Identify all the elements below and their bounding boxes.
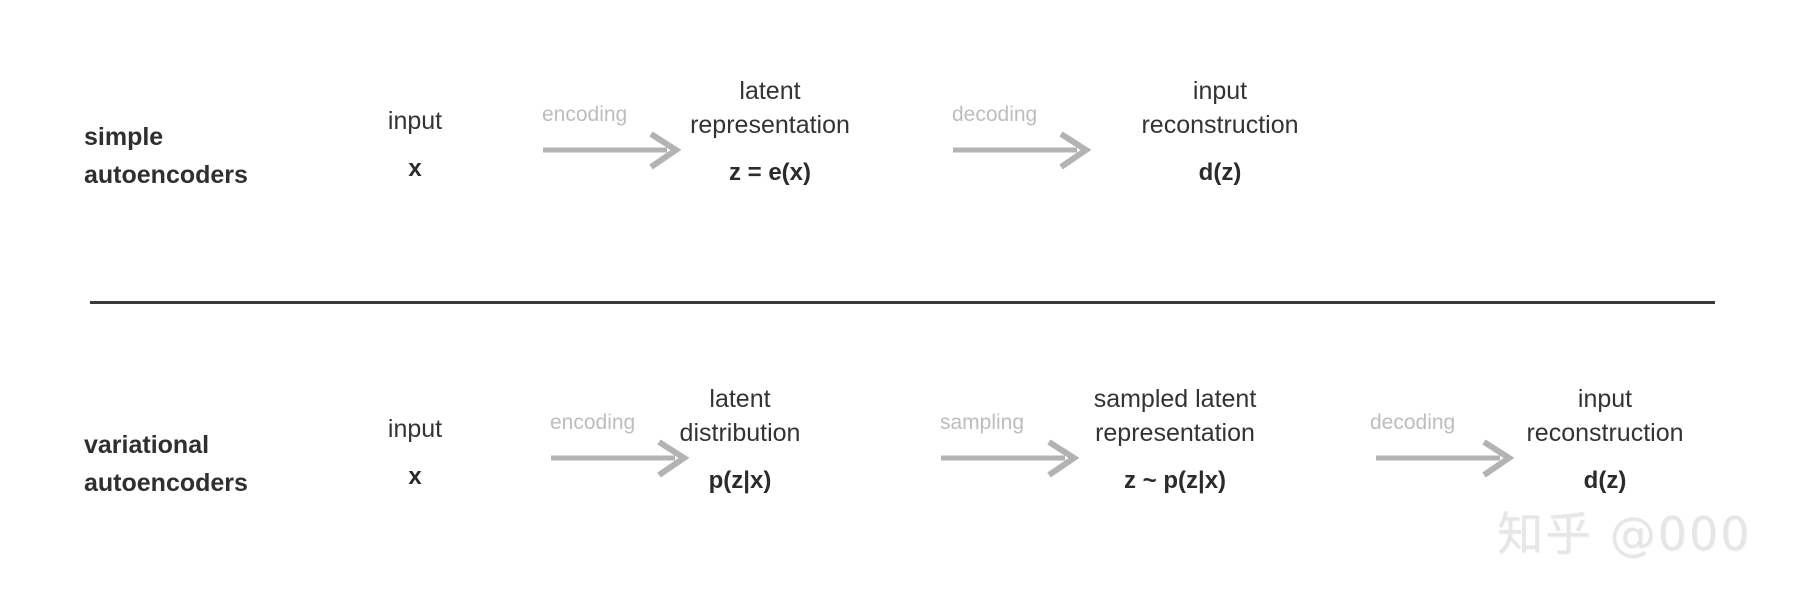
arrow-sampling-variational: sampling: [938, 410, 1088, 478]
stage-formula: x: [408, 463, 422, 490]
stage-formula: d(z): [1198, 159, 1242, 186]
stage-input-reconstruction-simple: input reconstruction d(z): [1090, 74, 1350, 188]
caption-line2: reconstruction: [1526, 419, 1684, 447]
caption-line1: input: [1577, 385, 1633, 413]
arrow-right-icon: [1368, 438, 1528, 478]
stage-caption: input: [350, 104, 480, 138]
arrow-right-icon: [938, 438, 1088, 478]
arrow-decoding-simple: decoding: [950, 102, 1100, 170]
row-label-simple-autoencoders: simple autoencoders: [84, 118, 248, 194]
section-divider: [90, 301, 1715, 304]
stage-caption: input reconstruction: [1090, 74, 1350, 142]
arrow-label: decoding: [952, 103, 1038, 126]
arrow-decoding-variational: decoding: [1368, 410, 1528, 478]
stage-caption: latent distribution: [610, 382, 870, 450]
arrow-label: sampling: [940, 411, 1025, 434]
caption-line1: latent: [739, 77, 801, 105]
stage-input-simple: input x: [350, 104, 480, 184]
stage-input-reconstruction-variational: input reconstruction d(z): [1455, 382, 1755, 496]
stage-formula: x: [408, 155, 422, 182]
arrow-encoding-variational: encoding: [548, 410, 698, 478]
row-label-line1: variational: [84, 431, 210, 459]
arrow-right-icon: [950, 130, 1100, 170]
stage-formula: z ~ p(z|x): [1123, 467, 1227, 494]
watermark: 知乎 @000: [1497, 507, 1752, 561]
stage-caption: input reconstruction: [1455, 382, 1755, 450]
caption-line1: sampled latent: [1093, 385, 1257, 413]
stage-caption: sampled latent representation: [1010, 382, 1340, 450]
arrow-label: encoding: [542, 103, 628, 126]
caption-line1: input: [387, 415, 443, 443]
arrow-label: encoding: [550, 411, 636, 434]
stage-latent-distribution-variational: latent distribution p(z|x): [610, 382, 870, 496]
caption-line2: representation: [1095, 419, 1255, 447]
stage-input-variational: input x: [350, 412, 480, 492]
stage-caption: input: [350, 412, 480, 446]
caption-line1: latent: [709, 385, 771, 413]
arrow-right-icon: [548, 438, 698, 478]
row-label-line2: autoencoders: [84, 161, 248, 189]
arrow-encoding-simple: encoding: [540, 102, 690, 170]
caption-line2: representation: [690, 111, 850, 139]
caption-line1: input: [1192, 77, 1248, 105]
caption-line2: distribution: [679, 419, 801, 447]
row-simple-autoencoders: simple autoencoders input x encoding lat…: [0, 70, 1804, 210]
stage-formula: d(z): [1583, 467, 1627, 494]
row-label-variational-autoencoders: variational autoencoders: [84, 426, 248, 502]
row-label-line1: simple: [84, 123, 164, 151]
caption-line1: input: [387, 107, 443, 135]
stage-formula: z = e(x): [728, 159, 812, 186]
row-label-line2: autoencoders: [84, 469, 248, 497]
arrow-label: decoding: [1370, 411, 1456, 434]
stage-latent-representation-simple: latent representation z = e(x): [640, 74, 900, 188]
stage-formula: p(z|x): [708, 467, 772, 494]
stage-caption: latent representation: [640, 74, 900, 142]
stage-sampled-latent-representation-variational: sampled latent representation z ~ p(z|x): [1010, 382, 1340, 496]
arrow-right-icon: [540, 130, 690, 170]
caption-line2: reconstruction: [1141, 111, 1299, 139]
row-variational-autoencoders: variational autoencoders input x encodin…: [0, 378, 1804, 518]
